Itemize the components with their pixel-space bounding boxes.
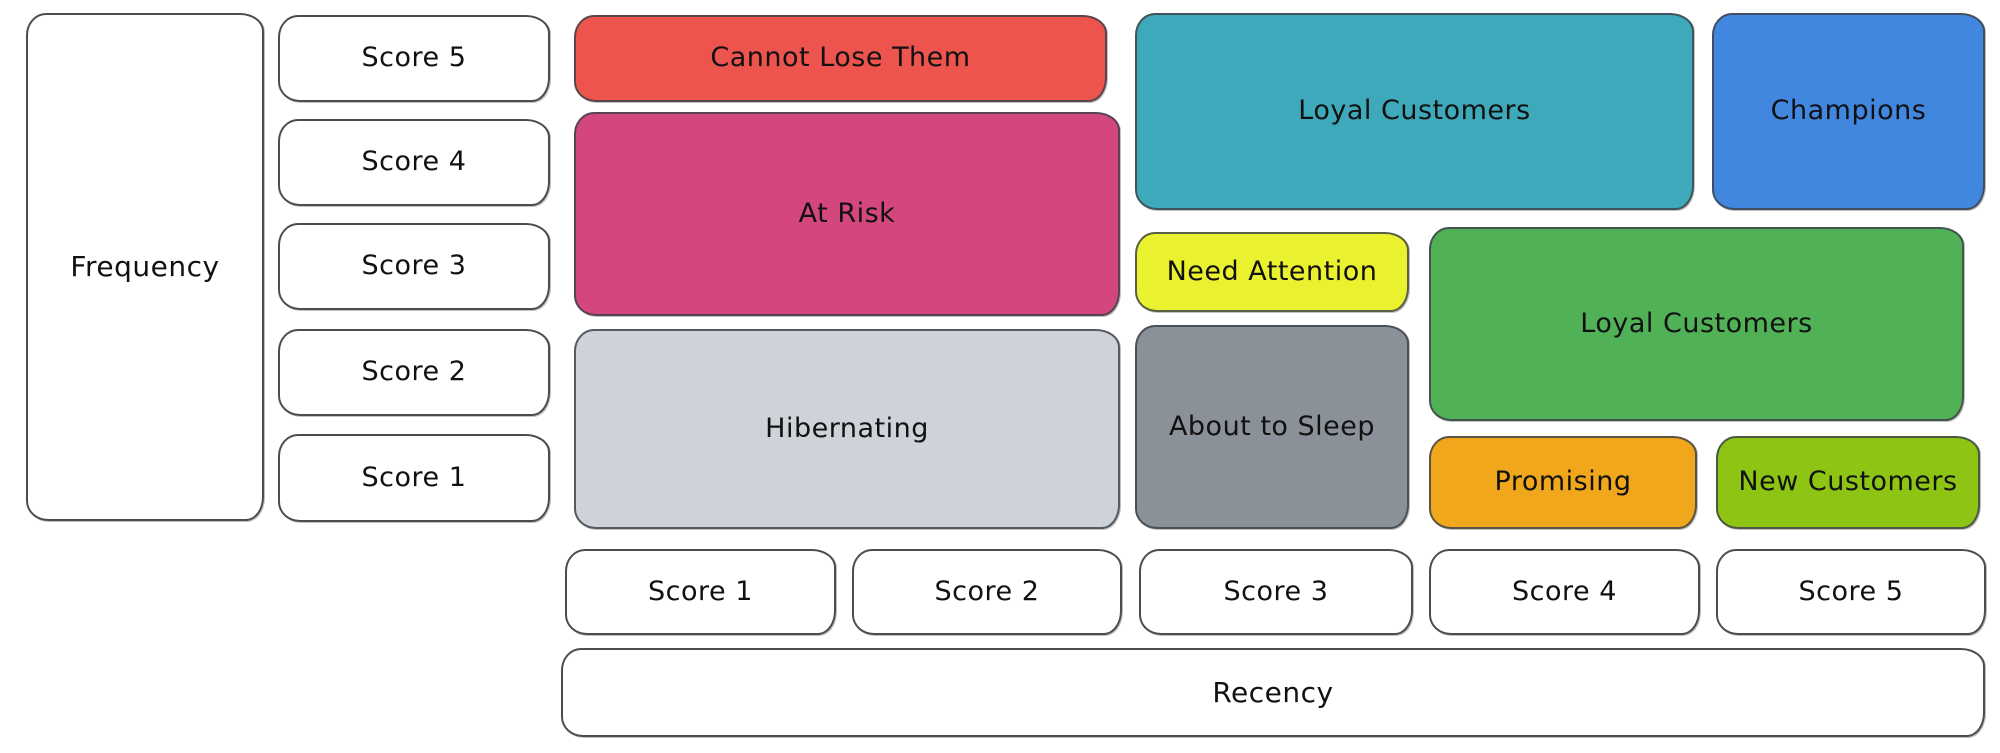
frequency-axis-label: Frequency [26, 13, 264, 521]
recency-score-3: Score 3 [1139, 549, 1413, 635]
recency-axis-label: Recency [561, 648, 1985, 737]
frequency-score-4: Score 4 [278, 119, 550, 206]
recency-score-1: Score 1 [565, 549, 836, 635]
frequency-score-5: Score 5 [278, 15, 550, 102]
recency-score-5: Score 5 [1716, 549, 1986, 635]
segment-new-customers: New Customers [1716, 436, 1980, 529]
segment-loyal-customers-top: Loyal Customers [1135, 13, 1694, 210]
frequency-score-1: Score 1 [278, 434, 550, 522]
frequency-score-3: Score 3 [278, 223, 550, 310]
frequency-score-2: Score 2 [278, 329, 550, 416]
recency-score-4: Score 4 [1429, 549, 1700, 635]
segment-about-to-sleep: About to Sleep [1135, 325, 1409, 529]
segment-at-risk: At Risk [574, 112, 1120, 316]
segment-cannot-lose-them: Cannot Lose Them [574, 15, 1107, 102]
segment-hibernating: Hibernating [574, 329, 1120, 529]
segment-promising: Promising [1429, 436, 1697, 529]
segment-loyal-customers-middle: Loyal Customers [1429, 227, 1964, 421]
recency-score-2: Score 2 [852, 549, 1122, 635]
segment-champions: Champions [1712, 13, 1985, 210]
segment-need-attention: Need Attention [1135, 232, 1409, 312]
